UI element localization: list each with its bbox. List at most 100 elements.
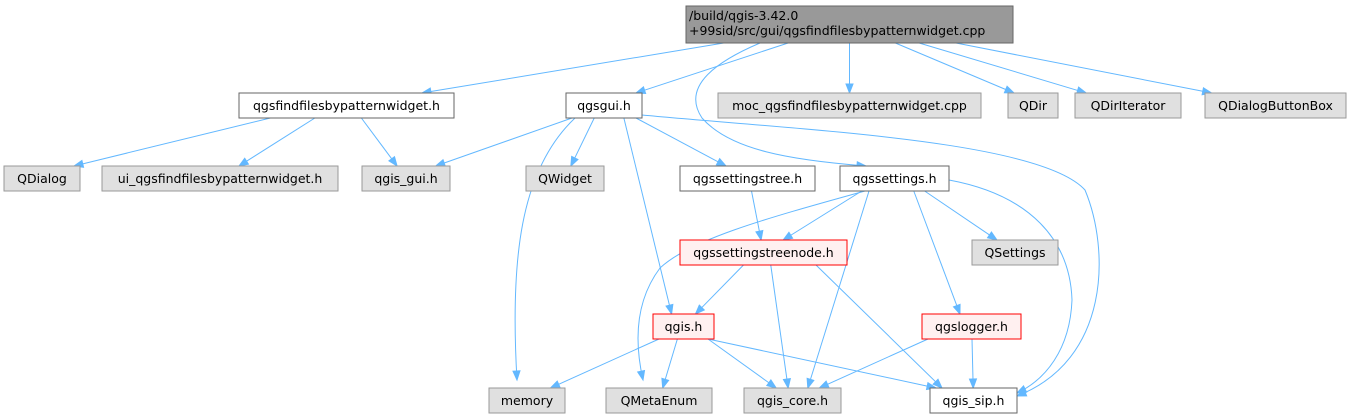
edge-qgsgui_h-to-qwidget (574, 117, 595, 159)
node-moc: moc_qgsfindfilesbypatternwidget.cpp (717, 92, 982, 119)
edge-settingstreenode_h-to-qgis_core_h (770, 264, 788, 380)
node-settingstree-h[interactable]: qgssettingstree.h (679, 165, 816, 192)
node-label: qgssettingstreenode.h (693, 245, 833, 260)
node-box (101, 165, 339, 192)
node-qgis-sip-h[interactable]: qgis_sip.h (929, 387, 1018, 414)
edge-qgsgui_h-to-qwidget-arrowhead (570, 155, 579, 168)
edge-qgsgui_h-to-memory-arrowhead (512, 370, 521, 382)
edge-settings_h-to-qmetaenum (637, 190, 866, 381)
edge-logger_h-to-qgis_sip_h (971, 338, 974, 380)
node-box (238, 92, 455, 119)
node-settings-h[interactable]: qgssettings.h (839, 165, 950, 192)
node-settingstreenode-h[interactable]: qgssettingstreenode.h (679, 239, 848, 266)
node-box (679, 165, 816, 192)
node-label: memory (501, 393, 554, 408)
node-root[interactable]: /build/qgis-3.42.0+99sid/src/gui/qgsfind… (685, 5, 1014, 44)
node-label: qgis_core.h (757, 393, 828, 408)
node-qsettings: QSettings (971, 239, 1059, 266)
node-label: QDirIterator (1091, 98, 1167, 113)
node-label: moc_qgsfindfilesbypatternwidget.cpp (732, 98, 967, 113)
edge-qgsgui_h-to-qgis_gui_h-arrowhead (434, 158, 447, 167)
edge-settings_h-to-qsettings (924, 190, 990, 236)
edge-qgis_h-to-qgis_core_h-arrowhead (765, 379, 778, 389)
edge-qgis_h-to-memory (558, 338, 660, 385)
edge-settings_h-to-settingstreenode_h-arrowhead (781, 231, 794, 241)
node-label: QMetaEnum (621, 393, 698, 408)
node-qdialog: QDialog (3, 165, 81, 192)
edge-settingstree_h-to-settingstreenode_h-arrowhead (755, 229, 764, 242)
edge-root-to-widget_h (430, 42, 724, 93)
node-box (361, 165, 451, 192)
node-box (971, 239, 1059, 266)
node-box (525, 165, 605, 192)
edge-widget_h-to-ui_widget_h-arrowhead (237, 157, 250, 167)
node-qdiriterator: QDirIterator (1074, 92, 1182, 119)
node-qgsgui-h[interactable]: qgsgui.h (565, 92, 643, 119)
edge-settings_h-to-logger_h-arrowhead (952, 303, 961, 316)
node-box (488, 387, 566, 414)
node-box (1074, 92, 1182, 119)
edge-settings_h-to-logger_h (913, 190, 958, 306)
edge-qgsgui_h-to-qgis_sip_h (641, 114, 1100, 397)
node-qmetaenum: QMetaEnum (605, 387, 713, 414)
edge-qgsgui_h-to-qgis_h-arrowhead (665, 303, 674, 316)
node-box (929, 387, 1018, 414)
node-box (839, 165, 950, 192)
edge-settings_h-to-qmetaenum-arrowhead (636, 369, 646, 382)
node-label: QDir (1019, 98, 1048, 113)
edge-logger_h-to-qgis_core_h (827, 338, 929, 385)
node-box (605, 387, 713, 414)
graph-nodes: /build/qgis-3.42.0+99sid/src/gui/qgsfind… (3, 5, 1347, 414)
node-label: +99sid/src/gui/qgsfindfilesbypatternwidg… (689, 23, 985, 38)
edge-widget_h-to-qgis_gui_h-arrowhead (388, 155, 398, 168)
node-label: qgssettingstree.h (693, 171, 802, 186)
node-box (3, 165, 81, 192)
edge-root-to-qdiriterator (918, 42, 1078, 91)
edge-root-to-settings_h (695, 42, 867, 167)
graph-edges (72, 42, 1213, 397)
node-qgis-gui-h: qgis_gui.h (361, 165, 451, 192)
edge-qgis_h-to-qmetaenum (664, 338, 678, 380)
edge-root-to-qdir (895, 42, 1006, 90)
node-qwidget: QWidget (525, 165, 605, 192)
node-box (652, 313, 715, 340)
node-label: qgis.h (665, 319, 703, 334)
edge-settings_h-to-qgis_sip_h-arrowhead (1015, 385, 1028, 394)
node-widget-h[interactable]: qgsfindfilesbypatternwidget.h (238, 92, 455, 119)
node-label: QDialog (17, 171, 67, 186)
edge-settingstreenode_h-to-qgis_sip_h-arrowhead (932, 378, 943, 389)
node-label: qgssettings.h (852, 171, 936, 186)
node-label: qgsfindfilesbypatternwidget.h (253, 98, 440, 113)
node-box (685, 5, 1014, 44)
edge-qgsgui_h-to-memory (514, 117, 576, 381)
edge-logger_h-to-qgis_core_h-arrowhead (818, 380, 830, 389)
edge-widget_h-to-ui_widget_h (246, 117, 316, 162)
node-logger-h[interactable]: qgslogger.h (921, 313, 1022, 340)
edge-root-to-moc-arrowhead (845, 83, 854, 95)
node-qdir: QDir (1007, 92, 1059, 119)
edge-settings_h-to-settingstreenode_h (790, 190, 863, 236)
edge-qgis_h-to-qgis_core_h (707, 338, 770, 384)
node-label: QDialogButtonBox (1218, 98, 1333, 113)
edge-qgsgui_h-to-settingstree_h (635, 117, 719, 163)
node-label: /build/qgis-3.42.0 (689, 8, 798, 23)
edge-qgsgui_h-to-qgis_h (623, 117, 670, 306)
node-label: QWidget (538, 171, 592, 186)
edge-settings_h-to-qgis_core_h (809, 190, 870, 380)
node-qdialogbuttonbox: QDialogButtonBox (1204, 92, 1347, 119)
edge-widget_h-to-qdialog (82, 117, 271, 165)
node-label: QSettings (984, 245, 1045, 260)
edge-widget_h-to-qgis_gui_h (360, 117, 393, 160)
edge-qgsgui_h-to-qgis_gui_h (444, 117, 573, 164)
edge-qgis_h-to-memory-arrowhead (549, 380, 561, 389)
node-label: qgsgui.h (577, 98, 631, 113)
node-label: qgis_sip.h (943, 393, 1005, 408)
node-label: qgslogger.h (935, 319, 1008, 334)
node-qgis-h[interactable]: qgis.h (652, 313, 715, 340)
edge-settingstree_h-to-settingstreenode_h (751, 190, 760, 232)
edge-root-to-qdir-arrowhead (1003, 85, 1016, 94)
node-ui-widget-h: ui_qgsfindfilesbypatternwidget.h (101, 165, 339, 192)
edge-settings_h-to-qgis_core_h-arrowhead (806, 377, 815, 390)
edge-settingstreenode_h-to-qgis_h-arrowhead (694, 304, 706, 315)
node-memory: memory (488, 387, 566, 414)
